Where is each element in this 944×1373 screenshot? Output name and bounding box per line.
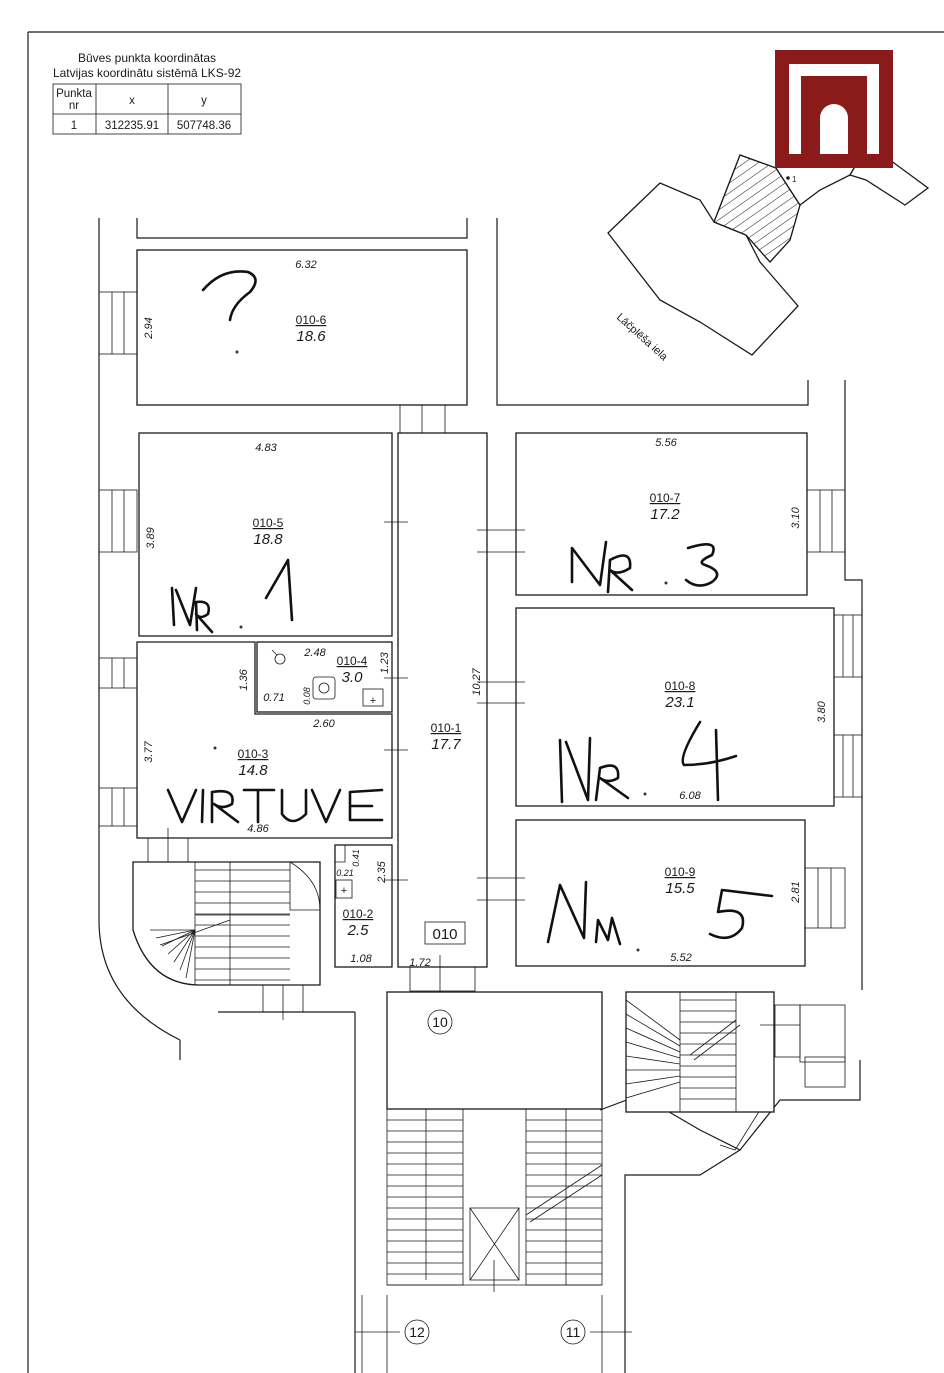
svg-text:2.35: 2.35 — [376, 860, 388, 883]
handwritten-digit-5 — [708, 888, 774, 940]
page-frame — [27, 31, 944, 1373]
svg-text:2.60: 2.60 — [312, 718, 335, 730]
handwritten-digit-3 — [684, 543, 719, 587]
handwritten-question-mark — [201, 270, 257, 322]
cell-nr: 1 — [71, 120, 77, 132]
svg-text:5.56: 5.56 — [655, 437, 677, 449]
room-id-010-3: 010-3 — [238, 747, 269, 761]
svg-text:0.41: 0.41 — [351, 849, 361, 867]
room-area-010-1: 17.7 — [431, 736, 461, 753]
svg-text:3.10: 3.10 — [790, 506, 802, 528]
svg-text:+: + — [370, 695, 376, 707]
logo — [775, 50, 893, 168]
room-area-010-8: 23.1 — [664, 694, 694, 711]
room-area-010-9: 15.5 — [665, 880, 695, 897]
staircase-left — [132, 861, 321, 986]
handwritten-digit-1 — [264, 558, 294, 622]
svg-text:1.08: 1.08 — [350, 953, 372, 965]
room-010-1 — [397, 432, 488, 968]
svg-text:2.81: 2.81 — [790, 881, 802, 903]
cell-y: 507748.36 — [177, 120, 231, 132]
room-010-3 — [136, 641, 393, 839]
handwritten-virtuve — [166, 788, 384, 824]
building-outline — [98, 218, 863, 1373]
room-area-010-4: 3.0 — [342, 669, 364, 686]
handwritten-annotations — [166, 270, 774, 952]
room-id-010-8: 010-8 — [665, 679, 696, 693]
header-point: Punkta — [56, 88, 92, 100]
room-area-010-2: 2.5 — [347, 922, 370, 939]
header-point-nr: nr — [69, 100, 79, 112]
svg-text:2.48: 2.48 — [303, 647, 326, 659]
room-id-010-7: 010-7 — [650, 491, 681, 505]
svg-text:3.80: 3.80 — [816, 700, 828, 722]
svg-text:3.89: 3.89 — [145, 527, 157, 548]
svg-text:10.27: 10.27 — [471, 667, 483, 695]
svg-text:0.21: 0.21 — [336, 868, 354, 878]
svg-text:1.23: 1.23 — [379, 651, 391, 673]
stair-marker-10: 10 — [432, 1014, 448, 1030]
staircase-main — [355, 991, 632, 1373]
room-labels: 010-6 18.6 010-5 18.8 010-4 3.0 010-3 14… — [238, 313, 696, 945]
room-id-010-4: 010-4 — [337, 654, 368, 668]
stair-marker-12: 12 — [409, 1324, 425, 1340]
handwritten-digit-4 — [681, 720, 738, 802]
svg-text:1.36: 1.36 — [238, 668, 250, 690]
svg-text:4.86: 4.86 — [247, 823, 269, 835]
svg-text:3.77: 3.77 — [143, 740, 155, 762]
svg-text:1.72: 1.72 — [409, 957, 430, 969]
room-id-010-1: 010-1 — [431, 721, 462, 735]
street-name: Lāčplēša iela — [614, 311, 670, 363]
svg-text:0.71: 0.71 — [263, 692, 284, 704]
room-010-2 — [334, 844, 393, 968]
room-id-010-9: 010-9 — [665, 865, 696, 879]
svg-text:+: + — [341, 885, 347, 897]
handwritten-nr5 — [546, 880, 622, 946]
room-area-010-7: 17.2 — [650, 506, 680, 523]
handwritten-nr3 — [570, 540, 634, 594]
svg-text:0.08: 0.08 — [302, 687, 312, 705]
svg-text:4.83: 4.83 — [255, 442, 277, 454]
room-id-010-6: 010-6 — [296, 313, 327, 327]
room-area-010-6: 18.6 — [296, 328, 326, 345]
header-x: x — [129, 95, 135, 107]
stair-markers: 10 12 11 — [404, 1009, 586, 1345]
room-010-6 — [136, 249, 468, 406]
svg-text:6.08: 6.08 — [679, 790, 701, 802]
doors — [147, 521, 525, 995]
handwritten-nr1 — [170, 586, 214, 634]
rooms — [136, 249, 835, 968]
svg-text:6.32: 6.32 — [295, 259, 316, 271]
room-id-010-5: 010-5 — [253, 516, 284, 530]
windows — [98, 291, 863, 1020]
room-010-8 — [515, 607, 835, 807]
room-area-010-3: 14.8 — [238, 762, 268, 779]
svg-text:2.94: 2.94 — [143, 317, 155, 339]
room-id-010-2: 010-2 — [343, 907, 374, 921]
handwritten-nr4 — [558, 736, 630, 804]
table-title-2: Latvijas koordinātu sistēmā LKS-92 — [53, 66, 241, 80]
header-y: y — [201, 95, 207, 107]
fixtures: + + — [271, 649, 384, 899]
stair-marker-11: 11 — [566, 1324, 581, 1340]
coordinate-table: Būves punkta koordinātas Latvijas koordi… — [52, 51, 242, 135]
unit-label: 010 — [432, 926, 457, 943]
dimensions: 6.32 2.94 4.83 3.89 2.48 1.36 1.23 0.71 … — [143, 259, 828, 969]
cell-x: 312235.91 — [105, 120, 159, 132]
room-area-010-5: 18.8 — [253, 531, 283, 548]
site-point-marker: 1 — [792, 175, 797, 184]
svg-text:5.52: 5.52 — [670, 952, 691, 964]
table-title-1: Būves punkta koordinātas — [78, 51, 216, 65]
staircase-right — [625, 991, 846, 1113]
room-010-7 — [515, 432, 808, 596]
